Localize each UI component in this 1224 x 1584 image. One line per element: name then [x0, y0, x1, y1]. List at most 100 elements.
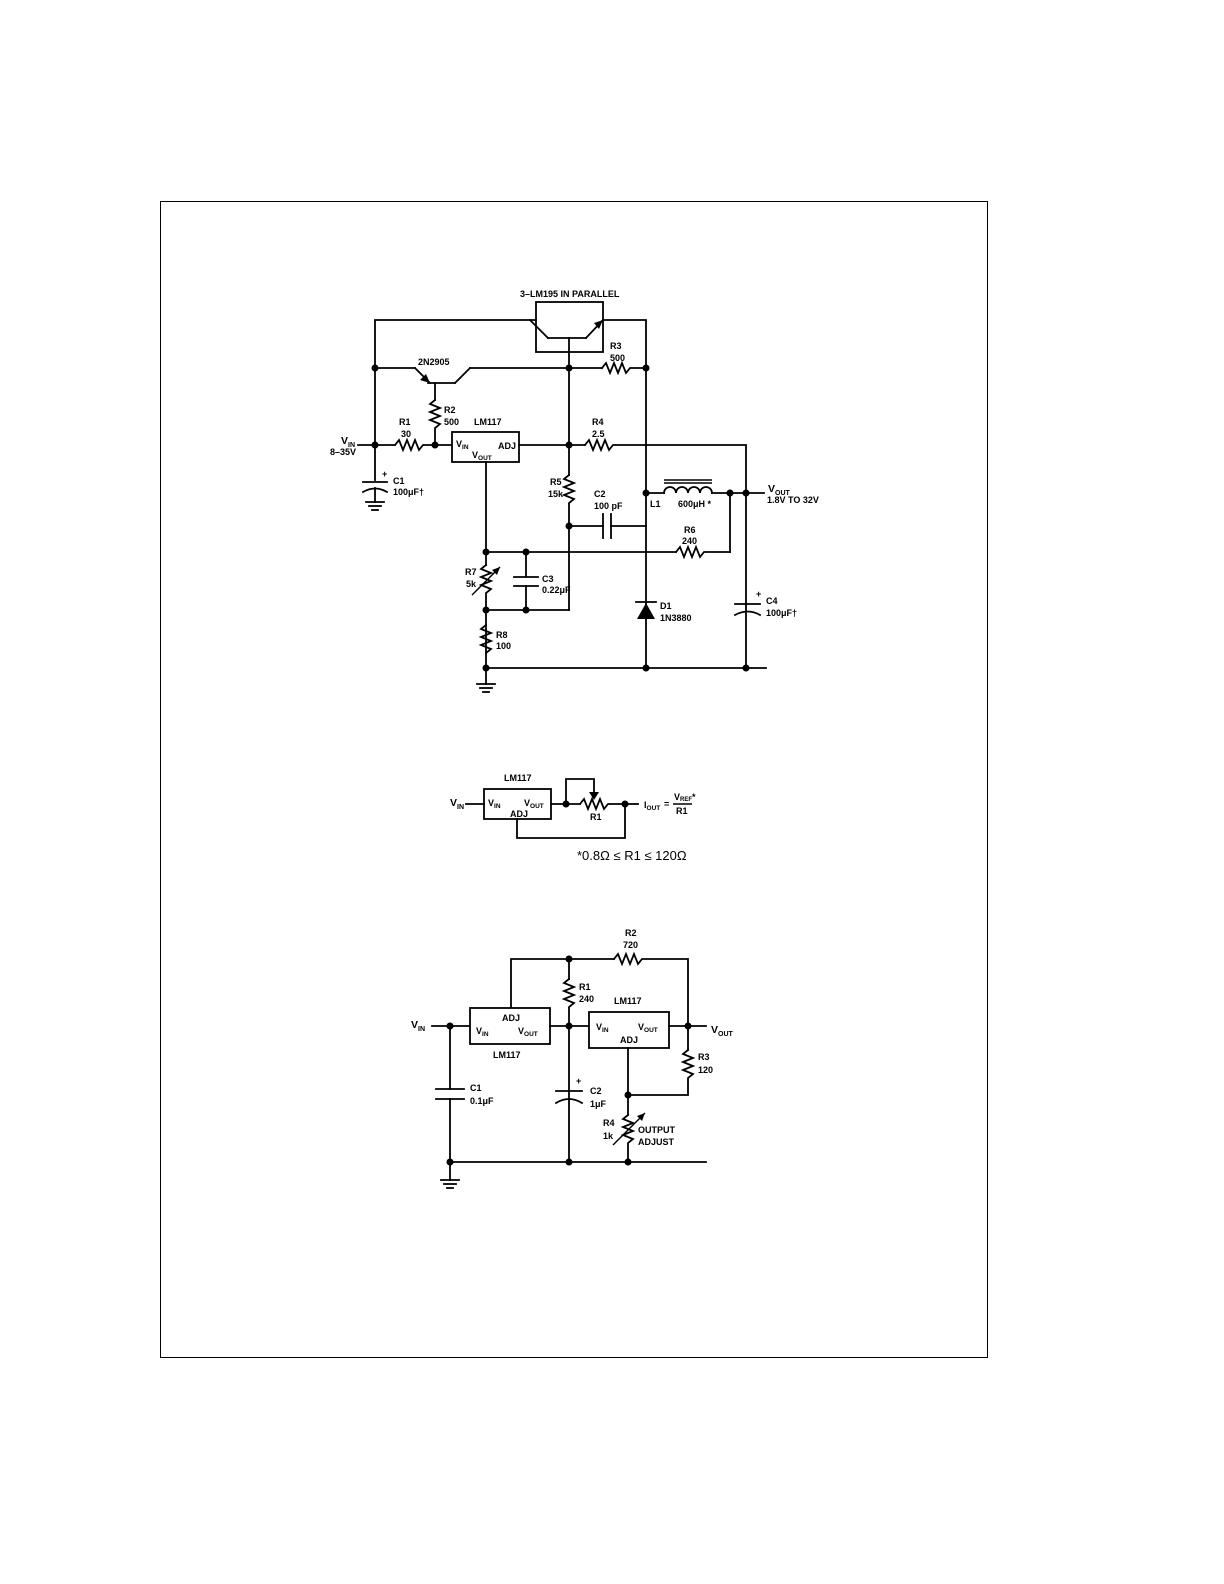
r5-resistor: [561, 473, 577, 611]
c1-plus: +: [382, 469, 387, 479]
c3-c2-plus: +: [576, 1076, 581, 1086]
r2-name: R2: [444, 405, 456, 415]
r5-value: 15k: [548, 489, 564, 499]
l1-name: L1: [650, 499, 661, 509]
r4-name: R4: [592, 417, 604, 427]
output-adjust-line2: ADJUST: [638, 1137, 675, 1147]
c3-c2-name: C2: [590, 1086, 602, 1096]
output-adjust-line1: OUTPUT: [638, 1125, 676, 1135]
vref-den: R1: [676, 806, 688, 816]
r2-value: 500: [444, 417, 459, 427]
c3-reg1-vout: VOUT: [518, 1026, 538, 1038]
c3-value: 0.22μF: [542, 585, 571, 595]
c3-reg1-adj: ADJ: [502, 1013, 520, 1023]
r3-name: R3: [610, 341, 622, 351]
c3-reg2-vin: VIN: [596, 1022, 609, 1034]
c3-c1-value: 0.1μF: [470, 1096, 494, 1106]
iout-equation: IOUT = VREF* R1: [644, 792, 696, 816]
c1-value: 100μF†: [393, 487, 424, 497]
lm117-box-c1: [451, 431, 520, 463]
c3-r3-name: R3: [698, 1052, 710, 1062]
c3-r2-value: 720: [623, 940, 638, 950]
r8-value: 100: [496, 641, 511, 651]
vref-num: VREF*: [674, 792, 696, 803]
vout-label: VOUT: [768, 483, 791, 497]
c3-reg1-vin: VIN: [476, 1026, 489, 1038]
d1-name: D1: [660, 601, 672, 611]
r7-variable-resistor: [471, 563, 501, 669]
c3-reg2-adj: ADJ: [620, 1035, 638, 1045]
c3-name: C3: [542, 574, 554, 584]
c4-value: 100μF†: [766, 608, 797, 618]
c3-vout-label: VOUT: [711, 1024, 734, 1038]
r6-value: 240: [682, 536, 697, 546]
lm117-c2-vin: VIN: [488, 798, 501, 810]
circuit-3-adjustable-regulator: R2 720 R1 240 VIN ADJ VIN VOUT LM117 LM1…: [411, 928, 734, 1189]
lm117-box-c3-1: [469, 1007, 551, 1045]
lm117-c1-vin: VIN: [456, 439, 469, 451]
c2-vin-label: VIN: [450, 797, 464, 811]
d1-diode: [637, 603, 655, 619]
r1-resistor: [393, 437, 453, 453]
q1-label: 2N2905: [418, 357, 450, 367]
c3-reg1-name: LM117: [493, 1050, 521, 1060]
c3-vin-label: VIN: [411, 1019, 425, 1033]
page-frame: [160, 201, 988, 1358]
c3-r1-value: 240: [579, 994, 594, 1004]
c3-r3-resistor: [627, 1048, 696, 1096]
r1-range-note: *0.8Ω ≤ R1 ≤ 120Ω: [577, 848, 687, 863]
c3-r3-value: 120: [698, 1065, 713, 1075]
c3-reg2-vout: VOUT: [638, 1022, 658, 1034]
circuit-2-current-regulator: LM117 VIN VOUT ADJ VIN R1 IOUT = VREF* R…: [450, 773, 696, 863]
circuit-1-switching-regulator: 3–LM195 IN PARALLEL 2N2905 R2 500: [330, 289, 819, 693]
r2-resistor: [427, 398, 443, 446]
c3-r4-value: 1k: [603, 1131, 614, 1141]
lm117-c2-adj: ADJ: [510, 809, 528, 819]
r1-name: R1: [399, 417, 411, 427]
r1-potentiometer-c2: [565, 778, 626, 812]
c4-plus: +: [756, 589, 761, 599]
r5-name: R5: [550, 477, 562, 487]
r6-name: R6: [684, 525, 696, 535]
c2-junction-1: [562, 800, 570, 808]
lm117-c1-name: LM117: [474, 417, 502, 427]
r3-resistor: [600, 360, 647, 376]
r8-name: R8: [496, 630, 508, 640]
lm195-transistor-symbol: [528, 318, 605, 369]
r6-resistor: [674, 544, 731, 560]
c3-c1-name: C1: [470, 1083, 482, 1093]
vin-label: VIN: [341, 435, 355, 449]
vin-range: 8–35V: [330, 447, 356, 457]
c3-r1-name: R1: [579, 982, 591, 992]
c3-r1-resistor: [561, 977, 577, 1163]
circuit3-junctions: [446, 955, 692, 1166]
c1-name: C1: [393, 476, 405, 486]
r3-value: 500: [610, 353, 625, 363]
r8-resistor: [478, 623, 494, 655]
iout-label: IOUT: [644, 800, 660, 812]
l1-value: 600μH *: [678, 499, 712, 509]
c3-r4-name: R4: [603, 1118, 615, 1128]
circuit1-junctions: [371, 364, 750, 672]
r7-name: R7: [465, 567, 477, 577]
c3-c2-value: 1μF: [590, 1099, 607, 1109]
c2-value: 100 pF: [594, 501, 623, 511]
vout-range: 1.8V TO 32V: [767, 495, 819, 505]
iout-eq: =: [664, 799, 669, 809]
c3-reg2-name: LM117: [614, 996, 642, 1006]
lm117-c1-adj: ADJ: [498, 441, 516, 451]
r7-value: 5k: [466, 579, 477, 589]
lm117-c2-vout: VOUT: [524, 798, 544, 810]
lm195-title: 3–LM195 IN PARALLEL: [520, 289, 620, 299]
r4-resistor: [583, 437, 747, 669]
c2-junction-2: [621, 800, 629, 808]
r1-value: 30: [401, 429, 411, 439]
lm117-c1-vout: VOUT: [472, 450, 492, 462]
r4-value: 2.5: [592, 429, 605, 439]
l1-inductor: [663, 479, 713, 494]
c2-name: C2: [594, 489, 606, 499]
c2-r1-label: R1: [590, 812, 602, 822]
lm117-box-c3-2: [588, 1011, 670, 1049]
c3-r2-resistor: [612, 951, 689, 1027]
